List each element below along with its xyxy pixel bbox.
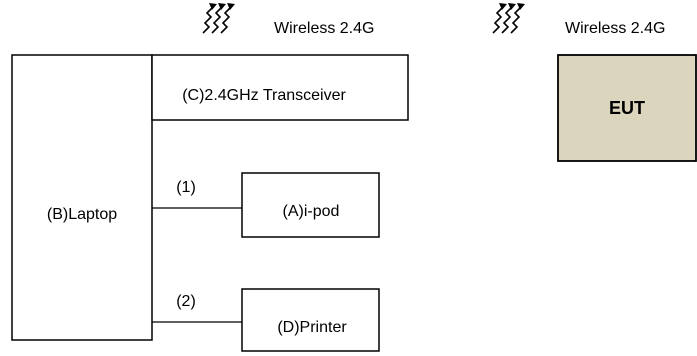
- laptop-label: (B)Laptop: [47, 206, 117, 223]
- ipod-box: [241, 172, 380, 238]
- wireless-signal-icon: [202, 2, 236, 34]
- transceiver-box: [151, 54, 409, 121]
- printer-label: (D)Printer: [277, 319, 347, 336]
- connection-label-1: (1): [176, 179, 196, 196]
- wireless-label-eut: Wireless 2.4G: [565, 20, 665, 37]
- connection-label-2: (2): [176, 293, 196, 310]
- laptop-box: [11, 54, 153, 341]
- eut-label: EUT: [609, 98, 645, 118]
- printer-box: [241, 288, 380, 352]
- transceiver-label: (C)2.4GHz Transceiver: [182, 87, 346, 104]
- eut-box: [557, 54, 697, 162]
- ipod-label: (A)i-pod: [283, 203, 340, 220]
- wireless-label-transceiver: Wireless 2.4G: [274, 20, 374, 37]
- wireless-signal-icon: [492, 2, 526, 34]
